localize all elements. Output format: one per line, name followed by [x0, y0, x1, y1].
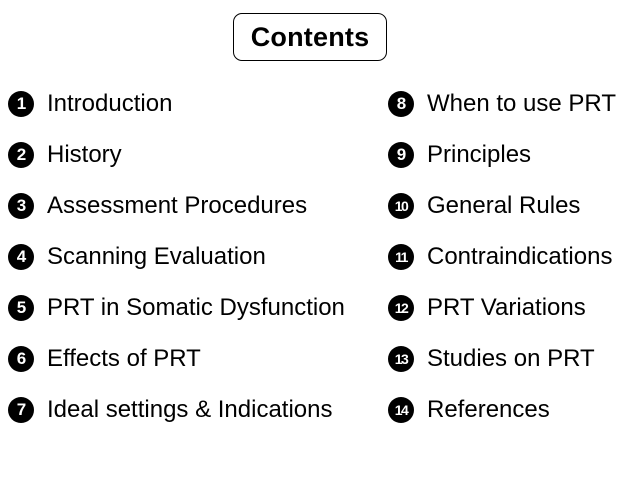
list-item[interactable]: 8 When to use PRT	[388, 78, 616, 129]
list-item-label: Scanning Evaluation	[47, 242, 266, 270]
list-item-label: Studies on PRT	[427, 344, 595, 372]
list-item[interactable]: 7 Ideal settings & Indications	[8, 384, 345, 435]
list-item-label: Effects of PRT	[47, 344, 201, 372]
number-badge: 8	[388, 90, 414, 117]
list-item[interactable]: 2 History	[8, 129, 345, 180]
list-item[interactable]: 5 PRT in Somatic Dysfunction	[8, 282, 345, 333]
contents-list-left: 1 Introduction 2 History 3 Assessment Pr…	[8, 78, 345, 435]
number-badge: 12	[388, 294, 414, 321]
contents-title-box: Contents	[233, 13, 387, 61]
number-badge: 6	[8, 345, 34, 372]
list-item[interactable]: 14 References	[388, 384, 616, 435]
number-badge: 11	[388, 243, 414, 270]
page-title: Contents	[250, 21, 370, 52]
list-item-label: Principles	[427, 140, 532, 168]
number-badge: 3	[8, 192, 34, 219]
list-item-label: PRT Variations	[427, 293, 586, 321]
list-item-label: PRT in Somatic Dysfunction	[47, 293, 345, 321]
list-item[interactable]: 1 Introduction	[8, 78, 345, 129]
list-item[interactable]: 4 Scanning Evaluation	[8, 231, 345, 282]
number-badge: 1	[8, 90, 34, 117]
list-item[interactable]: 9 Principles	[388, 129, 616, 180]
list-item-label: General Rules	[427, 191, 581, 219]
list-item-label: References	[427, 395, 550, 423]
list-item[interactable]: 13 Studies on PRT	[388, 333, 616, 384]
number-badge: 4	[8, 243, 34, 270]
number-badge: 14	[388, 396, 414, 423]
number-badge: 7	[8, 396, 34, 423]
number-badge: 9	[388, 141, 414, 168]
list-item[interactable]: 10 General Rules	[388, 180, 616, 231]
list-item-label: History	[47, 140, 122, 168]
list-item[interactable]: 12 PRT Variations	[388, 282, 616, 333]
list-item[interactable]: 11 Contraindications	[388, 231, 616, 282]
number-badge: 2	[8, 141, 34, 168]
number-badge: 13	[388, 345, 414, 372]
list-item-label: Assessment Procedures	[47, 191, 308, 219]
number-badge: 5	[8, 294, 34, 321]
list-item-label: When to use PRT	[427, 89, 616, 117]
number-badge: 10	[388, 192, 414, 219]
list-item[interactable]: 6 Effects of PRT	[8, 333, 345, 384]
list-item[interactable]: 3 Assessment Procedures	[8, 180, 345, 231]
contents-list-right: 8 When to use PRT 9 Principles 10 Genera…	[388, 78, 616, 435]
list-item-label: Contraindications	[427, 242, 613, 270]
list-item-label: Introduction	[47, 89, 173, 117]
list-item-label: Ideal settings & Indications	[47, 395, 333, 423]
